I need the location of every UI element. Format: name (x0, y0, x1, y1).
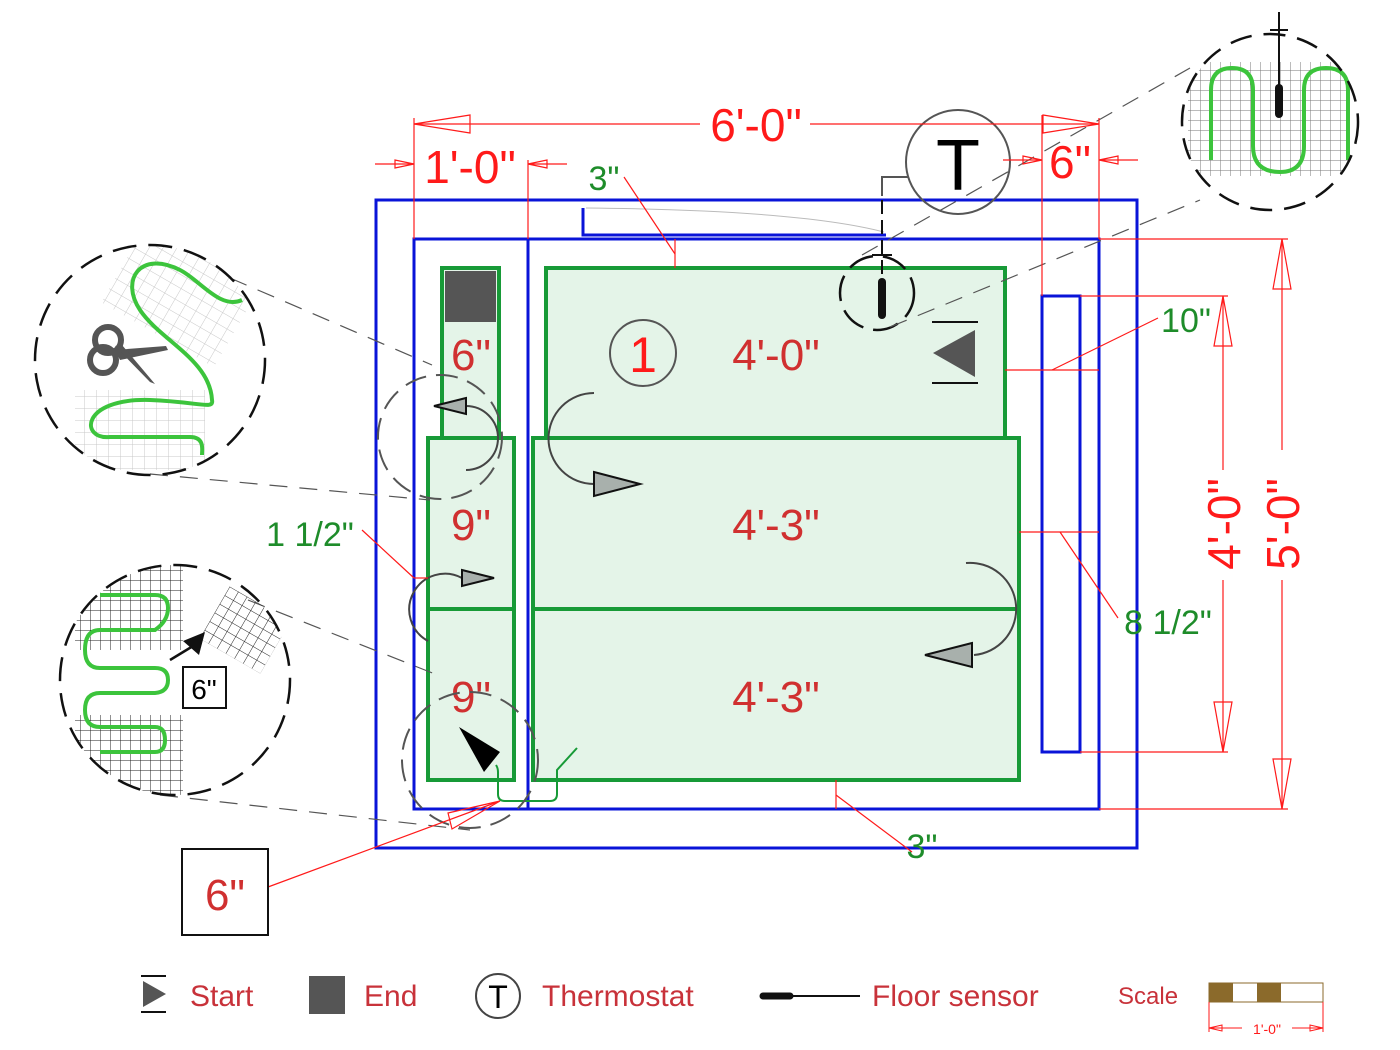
door-threshold (581, 208, 886, 237)
cabinet (1040, 294, 1082, 754)
thermostat: T (881, 109, 1011, 215)
walls (374, 198, 1139, 850)
heating-cable (89, 261, 243, 456)
scale-bar: Scale 1'-0" (1118, 982, 1324, 1037)
arrow-head-icon (433, 396, 467, 416)
scale-length-label: 1'-0" (1253, 1021, 1281, 1037)
strip-bottom (426, 607, 516, 782)
arrow-head-icon (593, 470, 644, 498)
strip-top-label: 6" (451, 331, 491, 380)
inner-height-label: 4'-0" (1198, 478, 1250, 570)
right-gap-lower-label: 8 1/2" (1124, 604, 1212, 642)
mat-middle-label: 4'-3" (732, 501, 820, 550)
turn-arrow-4 (408, 572, 463, 642)
left-gap-label: 1 1/2" (266, 516, 354, 554)
turn-detail-label: 6" (191, 674, 217, 705)
end-arrow-icon (459, 727, 500, 772)
legend-label-thermostat: Thermostat (542, 980, 694, 1013)
cold-lead (495, 747, 578, 802)
overall-height-label: 5'-0" (1257, 478, 1309, 570)
detail-cut-mat (33, 243, 267, 477)
strip-middle-label: 9" (451, 501, 491, 550)
direction-arrow-icon (183, 632, 205, 655)
overall-width-label: 6'-0" (710, 99, 802, 151)
heating-mats (426, 266, 1021, 802)
end-icon (309, 976, 345, 1014)
turn-arrows (408, 392, 1018, 669)
detail-callout-cut (377, 374, 503, 500)
mat-middle (531, 436, 1021, 611)
end-block (445, 271, 496, 322)
heating-cable (82, 593, 171, 754)
right-offset-label: 6" (1049, 136, 1091, 188)
door-swing (585, 207, 885, 233)
svg-text:T: T (488, 979, 508, 1015)
left-strip-width-label: 1'-0" (424, 141, 516, 193)
arrow-head-icon (461, 568, 495, 588)
zone-number: 1 (629, 327, 657, 383)
arrow-head-icon (924, 641, 973, 669)
zone-number-marker: 1 (609, 319, 677, 387)
mat-top-label: 4'-0" (732, 331, 820, 380)
right-gap-top-label: 10" (1161, 302, 1211, 340)
turn-arrow-2 (965, 561, 1018, 656)
legend-item-floor-sensor: Floor sensor (759, 980, 1039, 1013)
mat-bottom-label: 4'-3" (732, 673, 820, 722)
start-icon (933, 330, 975, 377)
legend-item-thermostat: T Thermostat (475, 973, 694, 1019)
legend-label-end: End (364, 980, 417, 1013)
detail-leaders (149, 67, 1201, 831)
outer-wall (374, 198, 1139, 850)
turn-arrow-3 (465, 405, 499, 471)
legend-label-start: Start (190, 980, 254, 1013)
dimension-lines (267, 114, 1292, 888)
scissors-icon (87, 324, 168, 384)
detail-callout-turn (401, 691, 539, 829)
thermostat-symbol: T (936, 126, 980, 206)
thermostat-icon (475, 973, 521, 1019)
legend-item-start: Start (141, 975, 254, 1013)
heating-cable (1209, 65, 1350, 175)
inner-wall (412, 237, 1101, 811)
legend: Start End T Thermostat Floor sensor Scal… (141, 973, 1324, 1037)
bottom-gap-label: 3" (907, 828, 938, 866)
legend-item-end: End (309, 976, 417, 1014)
floor-sensor (838, 200, 916, 332)
mat-bottom (531, 607, 1021, 782)
start-marker (932, 321, 978, 384)
top-gap-label: 3" (589, 160, 620, 198)
boxed-cut-label: 6" (205, 871, 245, 920)
strip-bottom-label: 9" (451, 673, 491, 722)
legend-label-floor-sensor: Floor sensor (872, 980, 1039, 1013)
detail-sensor-placement (1180, 12, 1360, 212)
scale-label: Scale (1118, 983, 1178, 1010)
boxed-cut-dimension: 6" (181, 848, 269, 936)
start-icon (143, 981, 166, 1007)
detail-mat-turn: 6" (58, 563, 292, 797)
turn-arrow-1 (547, 392, 595, 485)
